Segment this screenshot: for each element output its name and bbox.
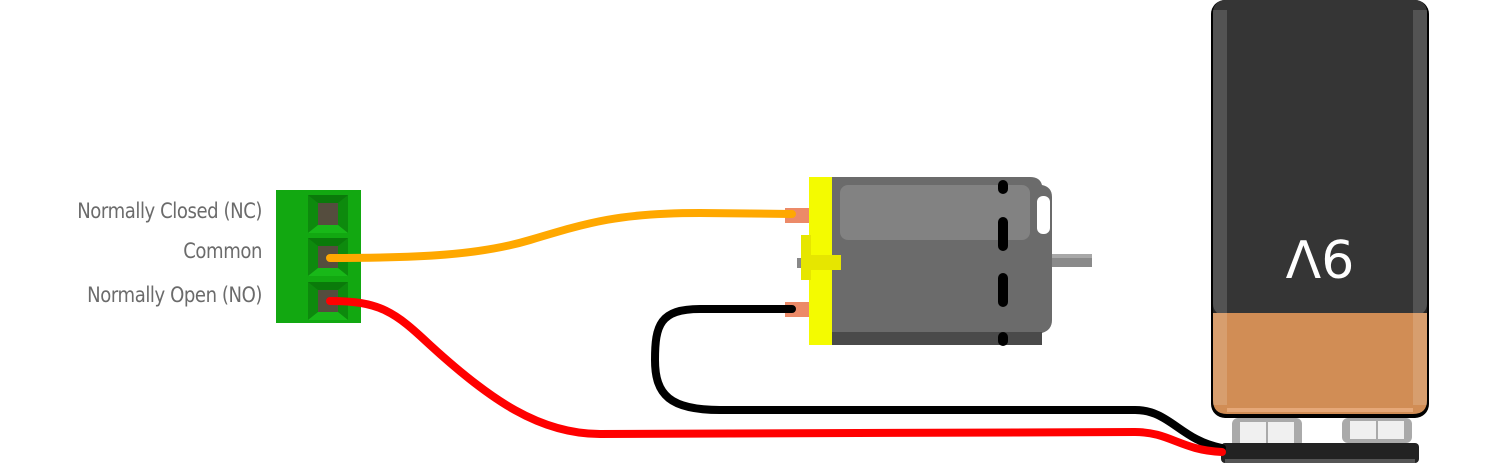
battery-snap-connector [1221, 443, 1419, 463]
wire-black-motor [650, 305, 1226, 452]
label-normally-closed: Normally Closed (NC) [77, 199, 262, 223]
wire-orange-common [326, 208, 796, 262]
label-normally-open: Normally Open (NO) [87, 283, 262, 307]
dc-motor [785, 177, 1092, 346]
battery-band [1213, 313, 1427, 414]
battery-terminal-positive [1342, 418, 1412, 443]
motor-vent [1037, 196, 1050, 234]
label-common: Common [183, 239, 262, 263]
battery-terminal-negative [1232, 418, 1302, 448]
wire-red-normally-open [326, 297, 1226, 456]
terminal-nc [308, 195, 348, 233]
battery-9v: Λ6 [1211, 0, 1429, 463]
battery-body [1213, 0, 1427, 316]
battery-voltage-label: Λ6 [1286, 231, 1355, 291]
